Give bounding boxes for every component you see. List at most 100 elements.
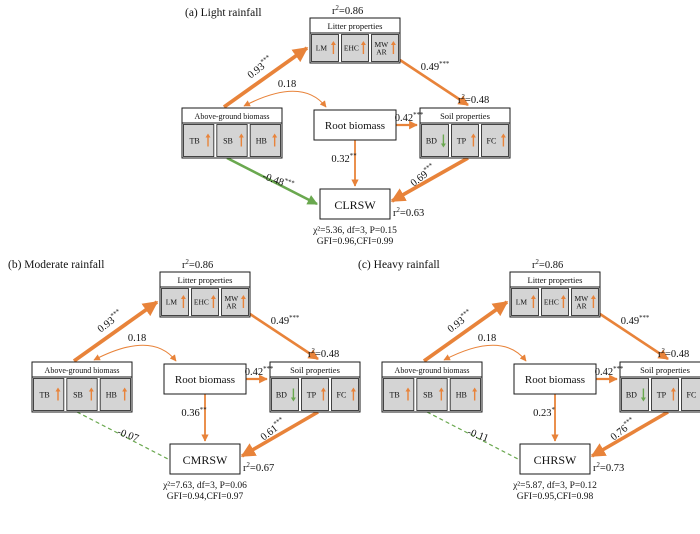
arrow-litter-soil <box>399 58 469 107</box>
root-biomass-label: Root biomass <box>525 374 585 386</box>
arrow-soil-outcome <box>240 410 319 458</box>
coef-root-soil-value: 0.42 <box>245 367 263 378</box>
coef-soil-out-significance: *** <box>273 416 286 428</box>
coef-root-soil: 0.42*** <box>245 366 274 378</box>
aboveground-biomass-box-title: Above-ground biomass <box>195 112 270 121</box>
coef-litter-soil: 0.49*** <box>421 61 450 73</box>
coef-root-out-significance: ** <box>200 407 207 414</box>
arrow-agb-litter <box>72 300 159 363</box>
coef-agb-litter-significance: *** <box>260 54 273 66</box>
coef-soil-out-significance: *** <box>423 162 436 174</box>
r2-litter-value: =0.86 <box>339 6 363 17</box>
outcome-box <box>169 443 241 475</box>
litter-properties-box-cell-arrow-1-head <box>330 41 336 45</box>
outcome-label: CMRSW <box>183 453 228 467</box>
aboveground-biomass-box-cell-arrow-1-head <box>405 387 411 392</box>
coef-root-out-significance: ** <box>350 153 357 160</box>
litter-properties-box-cell-label-3: AR <box>576 302 586 311</box>
r2-soil-value: =0.48 <box>465 95 489 106</box>
soil-properties-box-cell-arrow-1-head <box>290 397 296 402</box>
r2-soil-sup: 2 <box>462 94 466 101</box>
aboveground-biomass-box-cell-arrow-3-head <box>472 387 478 392</box>
aboveground-biomass-box-cell-label-2: SB <box>423 390 433 399</box>
arrow-litter-soil <box>249 312 319 361</box>
r2-litter-sup: 2 <box>536 259 540 266</box>
coef-agb-root-value: 0.18 <box>128 333 146 344</box>
coef-agb-out: -0.11 <box>466 427 490 445</box>
coef-litter-soil-significance: *** <box>289 315 300 322</box>
litter-properties-box-cell-arrow-1-head <box>180 295 186 299</box>
coef-agb-root-value: 0.18 <box>478 333 496 344</box>
aboveground-biomass-box-cell-label-1: TB <box>40 390 50 399</box>
aboveground-biomass-box-cell-1 <box>183 124 215 157</box>
outcome-box <box>319 188 391 220</box>
coef-agb-root: 0.18 <box>278 79 296 90</box>
r2-outcome: r2=0.73 <box>593 462 624 474</box>
aboveground-biomass-box-cell-1 <box>383 378 415 411</box>
arrow-litter-soil <box>599 312 669 361</box>
aboveground-biomass-box-cell-arrow-1-head <box>55 387 61 392</box>
litter-properties-box-cell-arrow-1-head <box>530 295 536 299</box>
fit-statistics-line1: χ²=5.36, df=3, P=0.15 <box>312 225 397 236</box>
coef-root-soil-significance: *** <box>413 112 424 119</box>
coef-root-soil: 0.42*** <box>595 366 624 378</box>
litter-properties-box-cell-arrow-3-head <box>590 295 596 299</box>
aboveground-biomass-box-title: Above-ground biomass <box>395 366 470 375</box>
soil-properties-box-cell-label-2: TP <box>307 390 317 399</box>
soil-properties-box-cell-label-2: TP <box>657 390 667 399</box>
r2-litter-value: =0.86 <box>189 260 213 271</box>
coef-agb-out: -0.07 <box>116 427 140 445</box>
coef-root-out: 0.23* <box>533 407 555 419</box>
litter-properties-box-cell-label-3: MW <box>575 294 590 303</box>
fit-statistics-line1: χ²=7.63, df=3, P=0.06 <box>162 480 247 491</box>
coef-agb-root: 0.18 <box>478 333 496 344</box>
litter-properties-box-cell-arrow-2-head <box>210 295 216 299</box>
panel-title: (a) Light rainfall <box>185 7 262 19</box>
coef-litter-soil-value: 0.49 <box>421 62 439 73</box>
coef-litter-soil-significance: *** <box>439 61 450 68</box>
aboveground-biomass-box-cell-2 <box>66 378 98 411</box>
soil-properties-box-cell-label-2: TP <box>457 136 467 145</box>
coef-root-out: 0.36** <box>181 407 207 419</box>
coef-root-soil-significance: *** <box>613 366 624 373</box>
arrow-agb-root <box>243 90 327 108</box>
coef-agb-out-value: -0.11 <box>466 427 490 445</box>
coef-agb-litter: 0.93*** <box>95 308 126 336</box>
r2-soil: r2=0.48 <box>308 348 339 360</box>
fit-statistics-line2: GFI=0.96,CFI=0.99 <box>317 237 394 247</box>
r2-soil-r: r <box>658 349 662 360</box>
soil-properties-box-cell-label-3: FC <box>687 390 697 399</box>
aboveground-biomass-box-cell-label-2: SB <box>223 136 233 145</box>
litter-properties-box-cell-label-2: EHC <box>544 298 559 307</box>
coef-litter-soil: 0.49*** <box>621 315 650 327</box>
coef-litter-soil-value: 0.49 <box>621 316 639 327</box>
coef-root-soil: 0.42*** <box>395 112 424 124</box>
arrow-agb-outcome-dashed <box>426 411 519 460</box>
soil-properties-box-cell-arrow-2-head <box>320 387 326 392</box>
aboveground-biomass-box-cell-arrow-1-head <box>205 133 211 138</box>
aboveground-biomass-box-cell-arrow-3-head <box>272 133 278 138</box>
arrow-agb-root <box>93 344 177 362</box>
arrow-agb-litter <box>422 300 509 363</box>
r2-outcome-value: =0.63 <box>400 208 424 219</box>
root-biomass-box <box>513 363 597 395</box>
fit-statistics-line2: GFI=0.95,CFI=0.98 <box>517 492 594 502</box>
coef-agb-litter-significance: *** <box>110 308 123 320</box>
aboveground-biomass-box-cell-label-1: TB <box>390 390 400 399</box>
litter-properties-box-cell-arrow-3-head <box>240 295 246 299</box>
coef-agb-litter: 0.93*** <box>245 54 276 82</box>
r2-litter-r: r <box>182 260 186 271</box>
aboveground-biomass-box-cell-3 <box>449 378 481 411</box>
r2-litter-value: =0.86 <box>539 260 563 271</box>
r2-litter: r2=0.86 <box>182 259 213 271</box>
litter-properties-box-cell-arrow-2-head <box>360 41 366 45</box>
arrow-soil-outcome <box>590 410 669 458</box>
aboveground-biomass-box-title: Above-ground biomass <box>45 366 120 375</box>
aboveground-biomass-box-cell-arrow-2-head <box>238 133 244 138</box>
r2-soil-value: =0.48 <box>315 349 339 360</box>
soil-properties-box-cell-arrow-1-head <box>440 143 446 148</box>
